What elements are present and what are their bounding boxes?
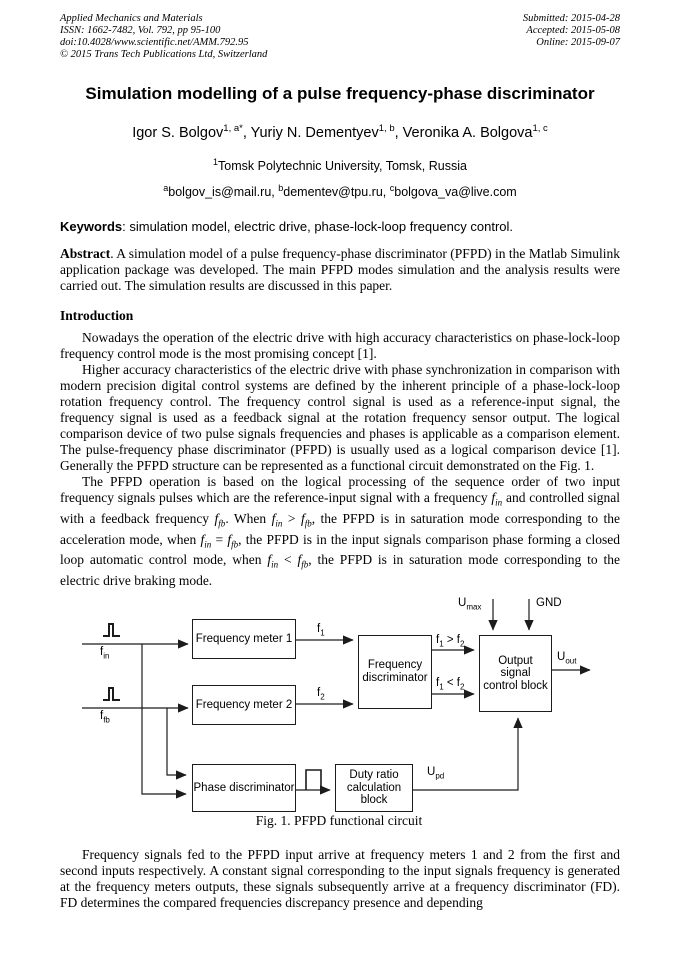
abstract-label: Abstract (60, 246, 111, 262)
journal-doi: doi:10.4028/www.scientific.net/AMM.792.9… (60, 37, 249, 48)
date-submitted: Submitted: 2015-04-28 (522, 13, 620, 24)
block-frequency-meter-2: Frequency meter 2 (192, 684, 296, 725)
block-text-line: signal (500, 667, 531, 680)
block-text-line: calculation (346, 781, 402, 794)
affiliation-line: 1Tomsk Polytechnic University, Tomsk, Ru… (213, 156, 467, 173)
block-text-line: Output (498, 654, 533, 667)
block-output-signal-control: Output signal control block (479, 634, 552, 712)
block-duty-ratio-calculation: Duty ratio calculation block (335, 763, 413, 812)
block-phase-discriminator: Phase discriminator (192, 763, 296, 812)
pulse-symbol-fin (103, 622, 120, 637)
journal-name: Applied Mechanics and Materials (60, 13, 203, 24)
block-frequency-discriminator: Frequency discriminator (358, 634, 432, 709)
journal-copyright: © 2015 Trans Tech Publications Ltd, Swit… (60, 49, 268, 60)
label-f2: f2 (317, 686, 325, 702)
pulse-symbol-ffb (103, 686, 120, 701)
label-upd: Upd (427, 765, 445, 781)
block-text-line: block (360, 794, 388, 807)
dates-block: Submitted: 2015-04-28 Accepted: 2015-05-… (523, 13, 620, 61)
block-text-line: discriminator (362, 671, 428, 684)
figure-caption: Fig. 1. PFPD functional circuit (255, 812, 423, 828)
keywords-label: Keywords (60, 219, 123, 235)
abstract-text: . A simulation model of a pulse frequenc… (60, 246, 620, 294)
paragraph-3: The PFPD operation is based on the logic… (60, 474, 620, 588)
label-umax: Umax (458, 596, 482, 612)
paragraph-1: Nowadays the operation of the electric d… (60, 330, 620, 362)
label-fin: fin (100, 645, 110, 661)
figure-1-diagram: Frequency meter 1 Frequency meter 2 Freq… (0, 597, 678, 832)
page-title: Simulation modelling of a pulse frequenc… (85, 84, 595, 103)
emails-line: abolgov_is@mail.ru, bdementev@tpu.ru, cb… (163, 182, 517, 200)
diagram-connections (82, 598, 591, 799)
authors-line: Igor S. Bolgov1, a*, Yuriy N. Dementyev1… (132, 123, 548, 141)
block-frequency-meter-1: Frequency meter 1 (192, 618, 296, 659)
page-header: Applied Mechanics and Materials ISSN: 16… (60, 0, 620, 61)
keywords-line: Keywords: simulation model, electric dri… (60, 219, 620, 235)
journal-info-block: Applied Mechanics and Materials ISSN: 16… (60, 13, 267, 61)
label-gnd: GND (536, 596, 562, 609)
block-text-line: Duty ratio (349, 769, 399, 782)
label-f1-gt-f2: f1 > f2 (436, 633, 465, 649)
date-online: Online: 2015-09-07 (536, 37, 620, 48)
date-accepted: Accepted: 2015-05-08 (526, 25, 620, 36)
abstract-paragraph: Abstract. A simulation model of a pulse … (60, 246, 620, 294)
keywords-text: : simulation model, electric drive, phas… (122, 219, 514, 235)
pulse-symbol-pwm (305, 769, 322, 790)
block-text-line: Frequency (367, 659, 423, 672)
journal-issn: ISSN: 1662-7482, Vol. 792, pp 95-100 (60, 25, 221, 36)
label-f1: f1 (317, 622, 325, 638)
label-f1-lt-f2: f1 < f2 (436, 676, 465, 692)
section-heading-introduction: Introduction (60, 308, 134, 324)
label-ffb: ffb (100, 709, 110, 725)
paragraph-4: Frequency signals fed to the PFPD input … (60, 846, 620, 910)
block-text-line: control block (483, 679, 548, 692)
label-uout: Uout (557, 650, 577, 666)
paragraph-2: Higher accuracy characteristics of the e… (60, 362, 620, 474)
